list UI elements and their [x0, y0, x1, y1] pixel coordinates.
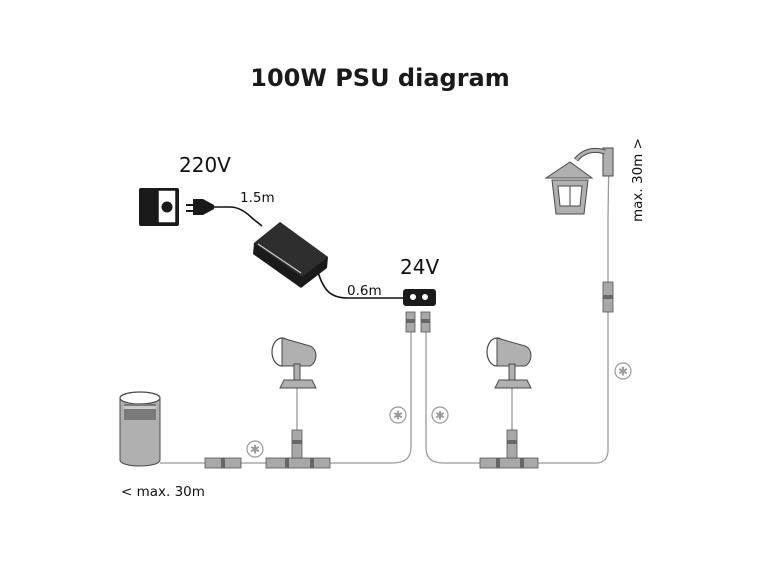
svg-text:✱: ✱: [250, 443, 260, 457]
output-voltage-label: 24V: [400, 255, 439, 279]
plug-icon: [186, 199, 214, 215]
tee-connector: [479, 429, 539, 469]
inline-connector: [602, 281, 614, 313]
power-supply-icon: [253, 222, 328, 288]
tee-connector: [265, 429, 331, 469]
cable-connectors: [204, 281, 614, 469]
cable-markers: ✱ ✱ ✱ ✱: [246, 362, 632, 458]
svg-text:✱: ✱: [435, 409, 445, 423]
wall-lantern-icon: [544, 147, 614, 215]
mains-voltage-label: 220V: [179, 153, 231, 177]
cable-marker: ✱: [431, 406, 449, 424]
output-cable: [317, 271, 404, 299]
mains-cable-length-label: 1.5m: [240, 190, 275, 206]
spot-light-icon: [271, 337, 317, 389]
mains-cable: [214, 206, 263, 227]
cables: [160, 149, 610, 464]
lantern-run-cable: [538, 312, 609, 464]
spot-light-icon: [486, 337, 532, 389]
bollard-light-icon: [119, 391, 161, 467]
right-run-cable: [425, 332, 480, 464]
hub-connector-icon: [403, 289, 436, 333]
diagram-title: 100W PSU diagram: [250, 64, 509, 92]
max-distance-right-label: max. 30m >: [630, 138, 646, 222]
output-cable-length-label: 0.6m: [347, 283, 382, 299]
cable-marker: ✱: [389, 406, 407, 424]
cable-marker: ✱: [614, 362, 632, 380]
wall-socket-icon: [139, 188, 179, 226]
cable-marker: ✱: [246, 440, 264, 458]
inline-connector: [204, 457, 242, 469]
svg-text:✱: ✱: [618, 365, 628, 379]
left-run-cable: [330, 332, 412, 464]
svg-text:✱: ✱: [393, 409, 403, 423]
max-distance-left-label: < max. 30m: [121, 484, 205, 500]
